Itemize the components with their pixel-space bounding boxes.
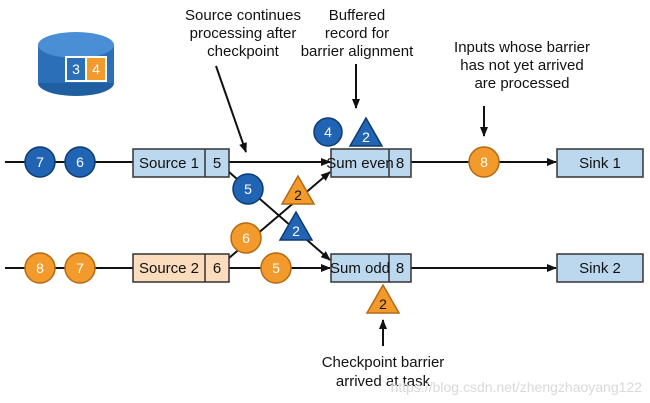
record-circle: 6 — [230, 222, 262, 254]
sink-1-label: Sink 1 — [579, 155, 621, 172]
sum-even-value: 8 — [396, 155, 404, 172]
annotation-source-continues: Source continues processing after checkp… — [185, 7, 301, 60]
annotation-line: Checkpoint barrier — [322, 354, 445, 371]
state-store-icon: 3 4 — [38, 32, 114, 96]
annotation-line: Buffered — [329, 7, 385, 24]
source-1-value: 5 — [213, 155, 221, 172]
annotation-line: barrier alignment — [301, 43, 414, 60]
svg-text:5: 5 — [272, 260, 280, 276]
record-circle: 8 — [468, 146, 500, 178]
svg-text:7: 7 — [76, 260, 84, 276]
annotation-inputs-processed: Inputs whose barrier has not yet arrived… — [454, 39, 590, 92]
sink-2-node: Sink 2 — [556, 253, 644, 283]
record-circle: 7 — [24, 146, 56, 178]
svg-text:6: 6 — [242, 230, 250, 246]
svg-text:2: 2 — [292, 223, 300, 239]
barrier-triangle: 2 — [348, 116, 384, 147]
barrier-triangle: 2 — [365, 283, 401, 314]
annotation-buffered: Buffered record for barrier alignment — [301, 7, 414, 60]
svg-text:5: 5 — [244, 181, 252, 197]
svg-text:8: 8 — [36, 260, 44, 276]
svg-text:8: 8 — [480, 154, 488, 170]
record-circle: 6 — [64, 146, 96, 178]
annotation-line: Source continues — [185, 7, 301, 24]
svg-text:2: 2 — [294, 187, 302, 203]
svg-text:2: 2 — [379, 296, 387, 312]
sum-even-label: Sum even — [326, 155, 394, 172]
sum-even-node: Sum even 8 — [326, 148, 412, 178]
source-1-label: Source 1 — [139, 155, 199, 172]
svg-text:6: 6 — [76, 154, 84, 170]
source-2-label: Source 2 — [139, 260, 199, 277]
record-circle: 5 — [260, 252, 292, 284]
source-2-node: Source 2 6 — [132, 253, 230, 283]
source-2-value: 6 — [213, 260, 221, 277]
buffered-record-circle: 4 — [313, 117, 343, 147]
state-value-text: 3 — [72, 61, 80, 77]
annotation-line: are processed — [474, 75, 569, 92]
source-1-node: Source 1 5 — [132, 148, 230, 178]
state-value-box — [85, 56, 107, 82]
annotation-checkpoint-barrier: Checkpoint barrier arrived at task — [322, 354, 445, 390]
barrier-triangle: 2 — [278, 210, 314, 241]
svg-text:2: 2 — [362, 129, 370, 145]
annotation-line: checkpoint — [207, 43, 280, 60]
svg-text:7: 7 — [36, 154, 44, 170]
record-circle: 7 — [64, 252, 96, 284]
sink-2-label: Sink 2 — [579, 260, 621, 277]
annotation-arrow — [215, 65, 247, 153]
sink-1-node: Sink 1 — [556, 148, 644, 178]
annotation-line: Inputs whose barrier — [454, 39, 590, 56]
barrier-triangle: 2 — [280, 174, 316, 205]
annotation-line: has not yet arrived — [460, 57, 583, 74]
sum-odd-label: Sum odd — [330, 260, 390, 277]
record-circle: 5 — [232, 173, 264, 205]
watermark-text: https://blog.csdn.net/zhengzhaoyang122 — [391, 379, 643, 395]
annotation-line: arrived at task — [336, 373, 431, 390]
annotation-line: record for — [325, 25, 389, 42]
state-value-text: 4 — [92, 61, 100, 77]
record-circle: 8 — [24, 252, 56, 284]
sum-odd-value: 8 — [396, 260, 404, 277]
svg-text:4: 4 — [324, 124, 332, 140]
sum-odd-node: Sum odd 8 — [330, 253, 412, 283]
annotation-line: processing after — [190, 25, 297, 42]
